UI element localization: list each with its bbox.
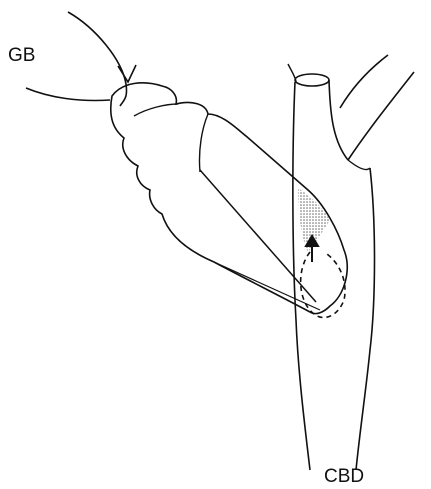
cbd-right-wall xyxy=(329,80,348,160)
balloon-outline xyxy=(301,252,345,318)
duct-opening xyxy=(295,74,329,86)
duct-junction xyxy=(348,160,370,170)
hepatic-branch-inner xyxy=(340,55,388,108)
duct-outer-right-wall xyxy=(356,168,375,470)
cbd-left-wall xyxy=(293,82,310,470)
gallbladder-fold-2 xyxy=(199,114,208,172)
cystic-duct-curve xyxy=(26,88,110,101)
artery-upper xyxy=(68,12,127,106)
hepatic-branch-left xyxy=(288,64,296,82)
gallbladder-label: GB xyxy=(8,46,35,65)
gallbladder-fold-1 xyxy=(134,104,178,116)
common-bile-duct-label: CBD xyxy=(324,467,364,486)
gallbladder-body xyxy=(111,83,347,314)
hepatic-branch-right xyxy=(348,72,414,160)
instrument-edge-lower xyxy=(214,262,320,310)
